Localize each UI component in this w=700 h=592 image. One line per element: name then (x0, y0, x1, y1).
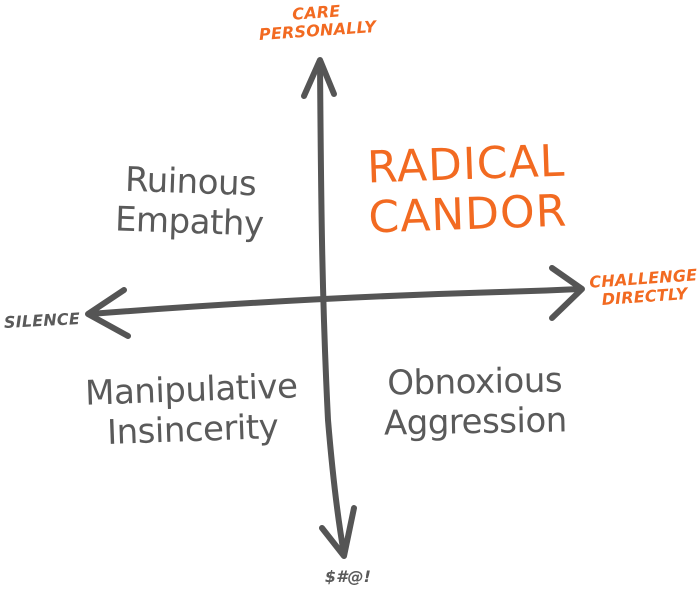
quadrant-top-right-line2: CANDOR (367, 185, 569, 244)
quadrant-bottom-left-line2: Insincerity (106, 407, 279, 453)
quadrant-manipulative-insincerity: Manipulative Insincerity (81, 366, 304, 454)
quadrant-ruinous-empathy: Ruinous Empathy (99, 159, 282, 245)
arrow-left-icon (85, 287, 131, 339)
vertical-axis-line (317, 59, 347, 557)
horizontal-axis-line (87, 286, 583, 317)
quadrant-bottom-right-line1: Obnoxious (386, 360, 563, 404)
axis-label-challenge-directly: CHALLENGE DIRECTLY (587, 265, 700, 310)
arrow-up-icon (301, 57, 337, 99)
quadrant-bottom-right-line2: Aggression (383, 400, 568, 444)
axis-label-bottom-symbols: $#@! (318, 568, 378, 586)
arrow-down-icon (319, 505, 357, 559)
quadrant-obnoxious-aggression: Obnoxious Aggression (379, 360, 570, 443)
quadrant-radical-candor: RADICAL CANDOR (360, 135, 573, 244)
quadrant-top-left-line2: Empathy (114, 199, 265, 245)
quadrant-top-left-line1: Ruinous (124, 159, 257, 205)
quadrant-top-right-line1: RADICAL (366, 135, 566, 194)
arrow-right-icon (549, 265, 585, 321)
axis-label-bottom-text: $#@! (324, 567, 372, 586)
